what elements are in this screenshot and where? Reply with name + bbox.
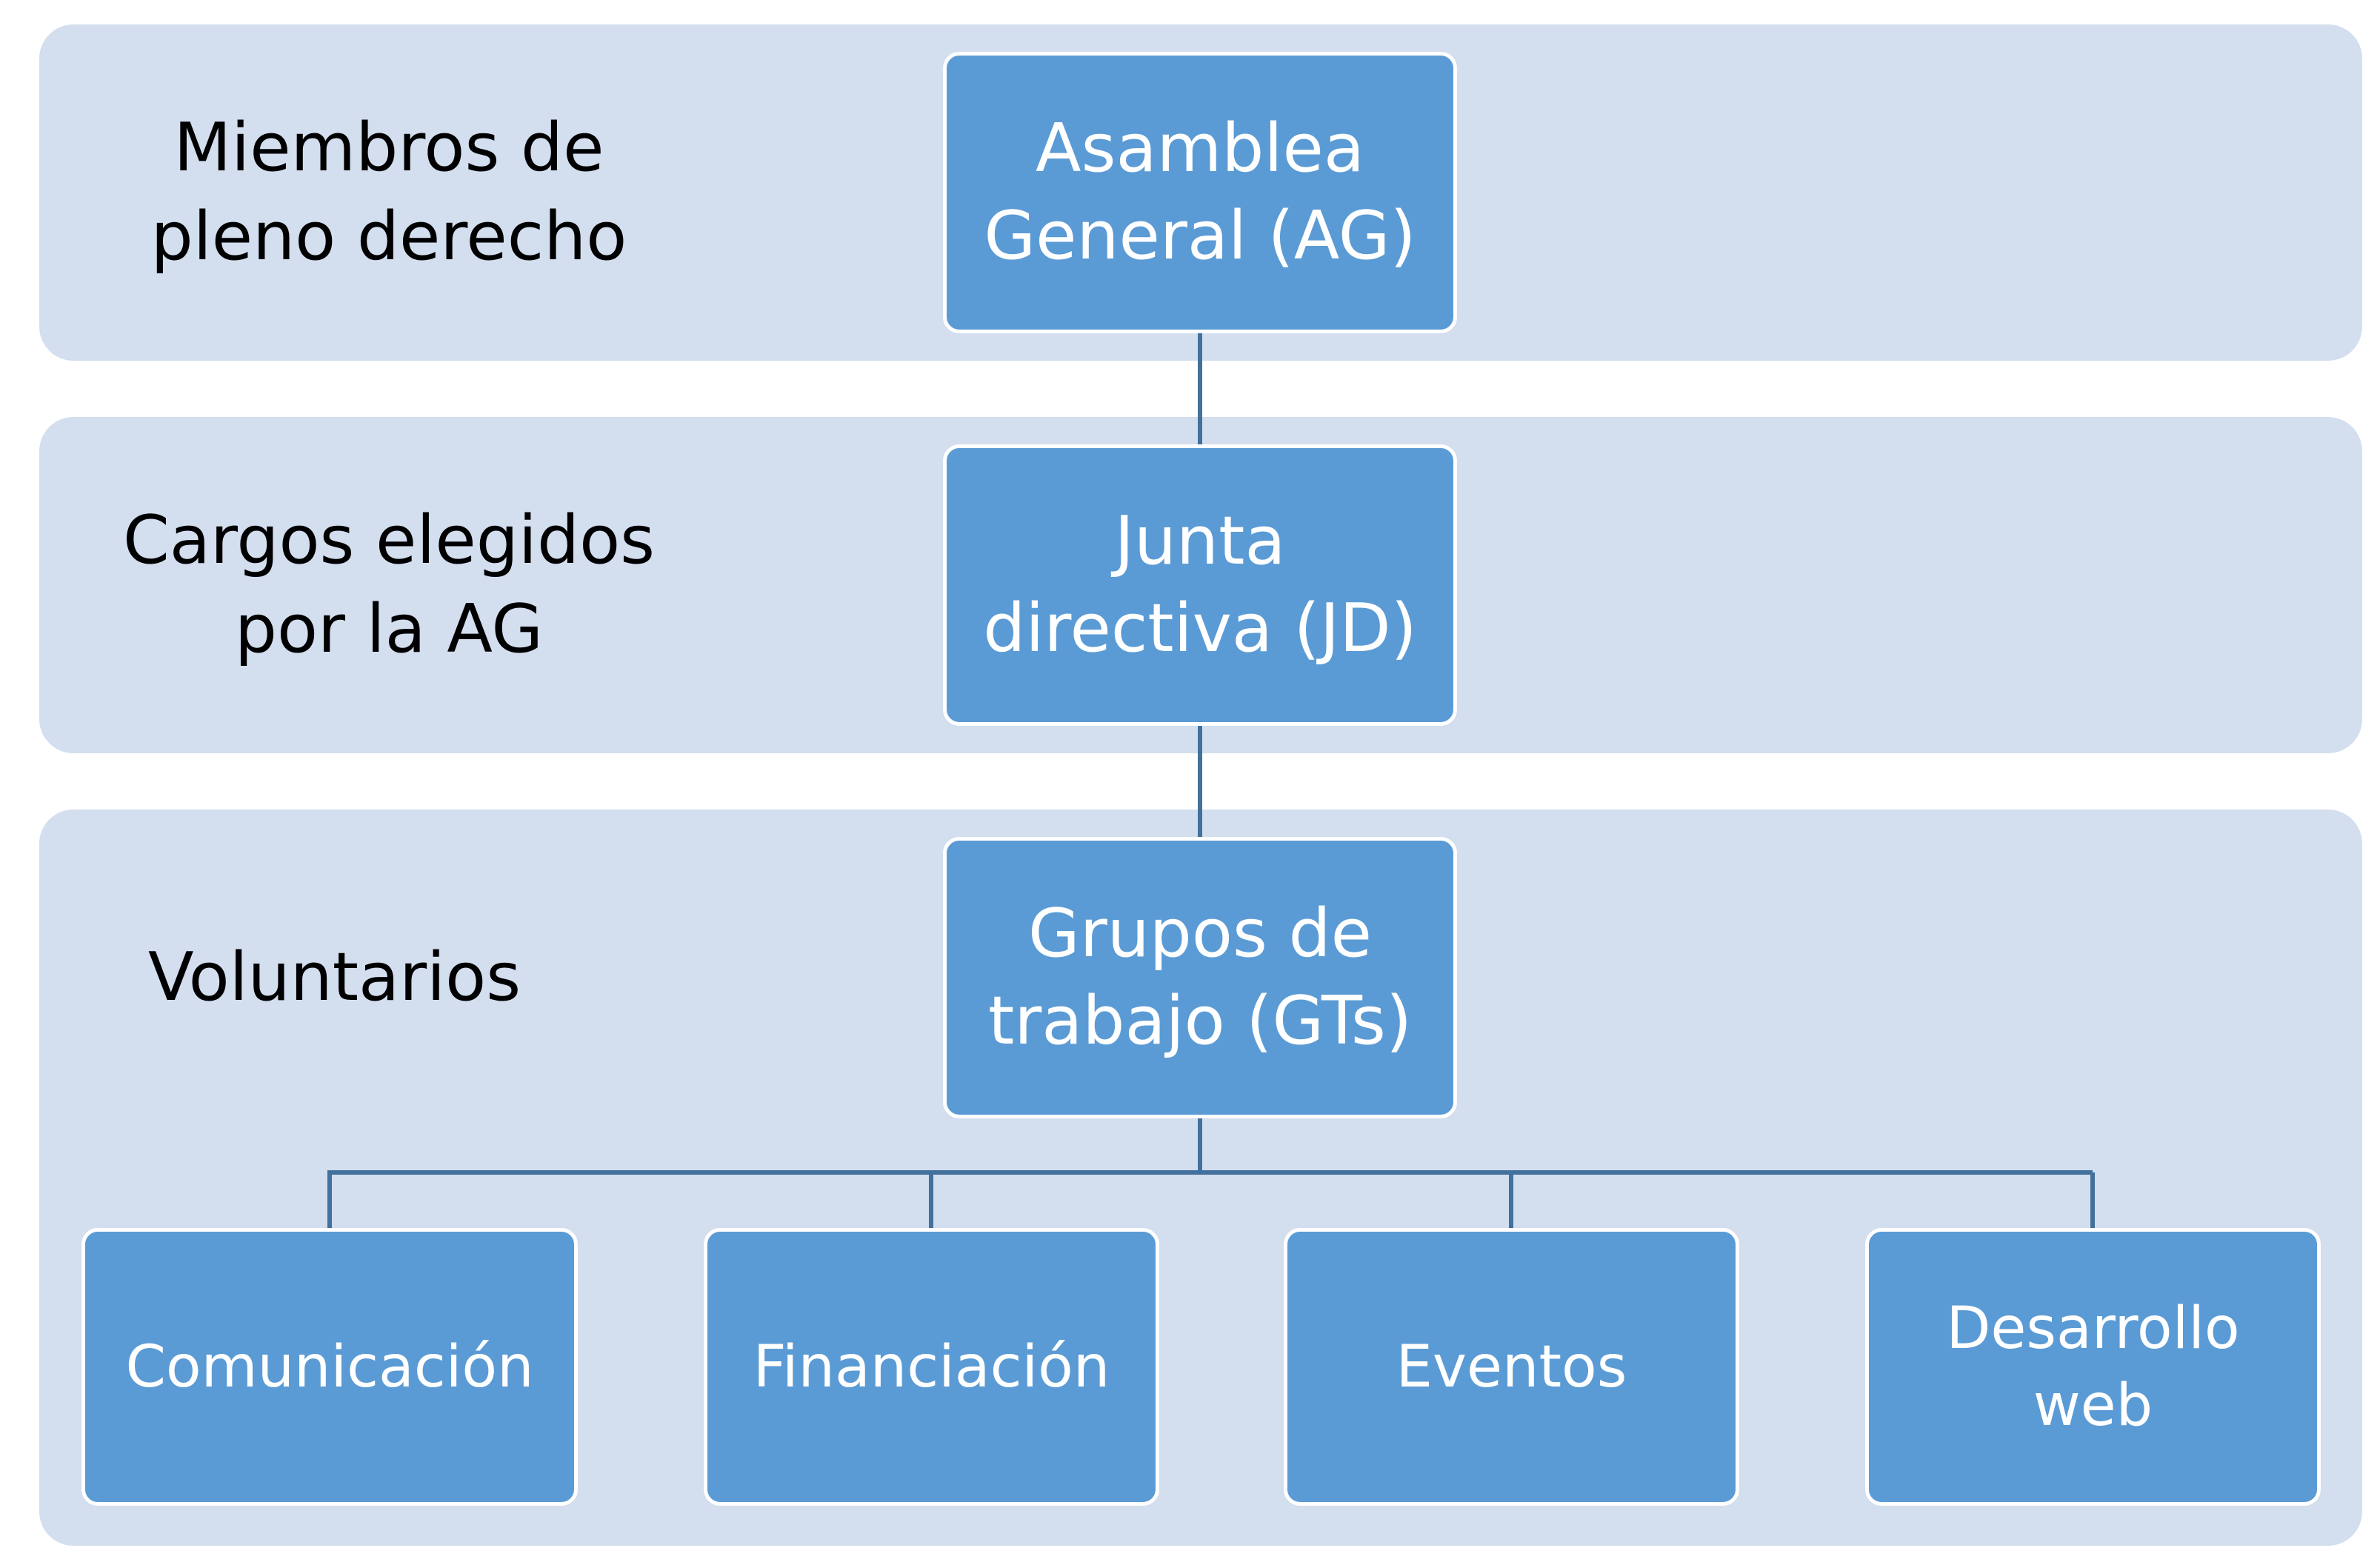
row-label-volunteers: Voluntarios xyxy=(148,938,521,1016)
node-group-financiacion: Financiación xyxy=(704,1228,1159,1506)
node-group-comunicacion: Comunicación xyxy=(81,1228,578,1506)
node-junta-directiva: Junta directiva (JD) xyxy=(943,444,1457,726)
row-label-elected-officers: Cargos elegidos por la AG xyxy=(122,501,656,668)
node-asamblea-general: Asamblea General (AG) xyxy=(943,52,1457,333)
node-group-desarrollo-web: Desarrollo web xyxy=(1865,1228,2321,1506)
node-group-eventos: Eventos xyxy=(1284,1228,1739,1506)
row-label-full-members: Miembros de pleno derecho xyxy=(150,109,627,276)
node-grupos-de-trabajo: Grupos de trabajo (GTs) xyxy=(943,837,1457,1118)
